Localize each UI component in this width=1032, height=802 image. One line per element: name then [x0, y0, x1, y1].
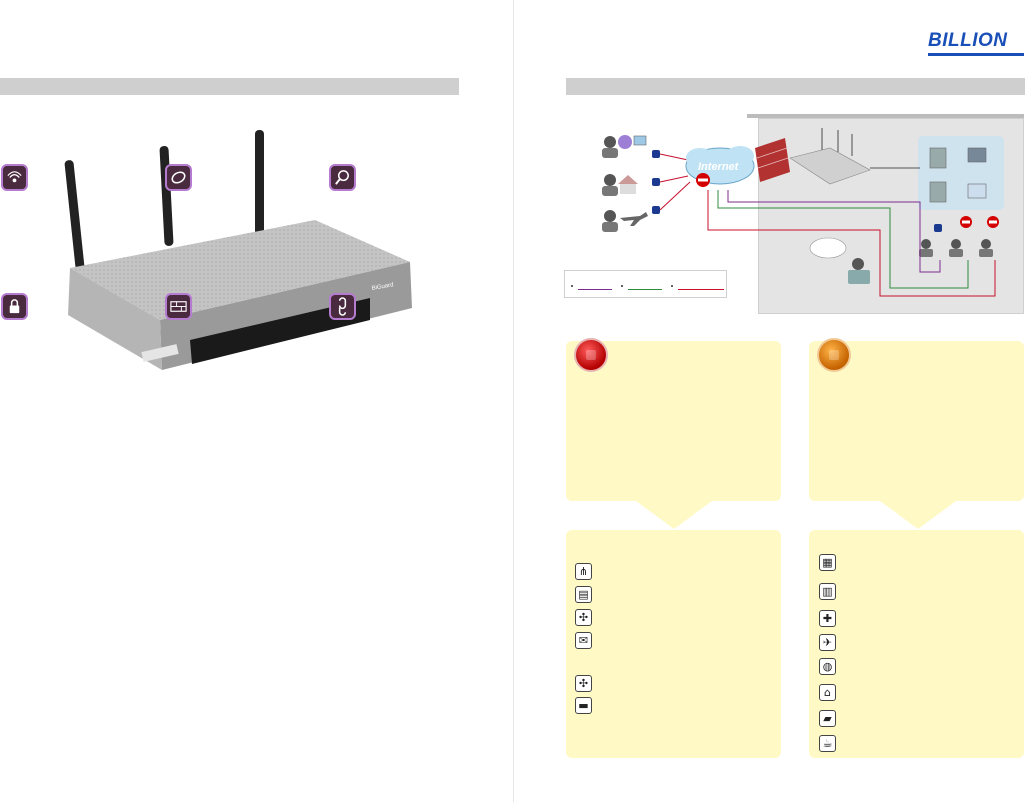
remote-user-travel: [602, 210, 648, 232]
legend-bullet: [621, 285, 623, 287]
office-building-icon: ▦: [819, 554, 836, 571]
apartment-icon: ▥: [819, 583, 836, 600]
legend-line-green: [628, 289, 662, 290]
policy-line-purple: [727, 190, 941, 273]
router-brand-plate: [141, 344, 179, 362]
left-section-band: [0, 78, 459, 95]
network-diagram: Internet: [602, 128, 999, 297]
lock-badge-2: [652, 178, 660, 186]
legend-bullet: [671, 285, 673, 287]
legend-item-purple: [571, 282, 615, 290]
puzzle-icon: ✣: [575, 675, 592, 692]
files-icon: ▰: [819, 710, 836, 727]
office-user-1: [919, 239, 933, 257]
billion-logo-text: BILLION: [928, 30, 1008, 51]
server-file: [929, 181, 947, 203]
legend-line-purple: [578, 289, 612, 290]
policy-line-red: [707, 190, 996, 297]
mail-icon: ✉: [575, 632, 592, 649]
lock-badge-1: [652, 150, 660, 158]
diagram-legend: [564, 270, 727, 298]
router-model-label: BiGuard: [371, 282, 394, 292]
office-user-3: [979, 239, 993, 257]
internet-label: Internet: [698, 161, 740, 173]
down-arrow-left: [636, 501, 712, 529]
link-icon: [329, 293, 356, 320]
vpn-ring-icon: [165, 164, 192, 191]
puzzle-icon: ✣: [575, 609, 592, 626]
page-spread-divider: [513, 0, 514, 802]
down-arrow-right: [880, 501, 956, 529]
server-web: [967, 147, 987, 163]
admin-user: [809, 237, 870, 284]
red-badge-icon: [574, 338, 608, 372]
airplane-icon: ✈: [819, 634, 836, 651]
office-user-2: [949, 239, 963, 257]
policy-line-green: [717, 190, 969, 289]
antenna-right: [255, 130, 264, 235]
server-mail: [929, 147, 947, 169]
logo-underline: [928, 53, 1024, 56]
orange-badge-icon: [817, 338, 851, 372]
billion-logo: BILLION: [928, 30, 1024, 56]
diagram-panel-top-edge: [747, 114, 1024, 118]
hospital-cross-icon: ✚: [819, 610, 836, 627]
router-side: [68, 268, 162, 370]
firewall-icon: [165, 293, 192, 320]
lock-badge-3: [652, 206, 660, 214]
server-app: [967, 183, 987, 199]
right-section-band: [566, 78, 1025, 95]
application-list-card-right: [809, 530, 1024, 758]
remote-user-office: [602, 135, 647, 158]
application-list-card-left: [566, 530, 781, 758]
remote-user-home: [602, 174, 638, 196]
antenna-left: [64, 160, 85, 270]
legend-bullet: [571, 285, 573, 287]
router-illustration: BiGuard: [64, 130, 412, 370]
firewall-wall: [755, 138, 790, 182]
antenna-middle: [159, 146, 174, 246]
home-icon: ⌂: [819, 684, 836, 701]
wireless-user-icon: [1, 164, 28, 191]
coffee-cup-icon: ☕: [819, 735, 836, 752]
router-display-panel: [190, 298, 370, 364]
office-router: [789, 128, 871, 185]
globe-icon: ◍: [819, 658, 836, 675]
document-icon: ▤: [575, 586, 592, 603]
network-share-icon: ⋔: [575, 563, 592, 580]
search-icon: [329, 164, 356, 191]
legend-item-red: [671, 282, 724, 290]
lock-icon: [1, 293, 28, 320]
folder-icon: ▬: [575, 697, 592, 714]
legend-item-green: [621, 282, 665, 290]
office-lock: [934, 224, 942, 232]
legend-line-red: [678, 289, 724, 290]
